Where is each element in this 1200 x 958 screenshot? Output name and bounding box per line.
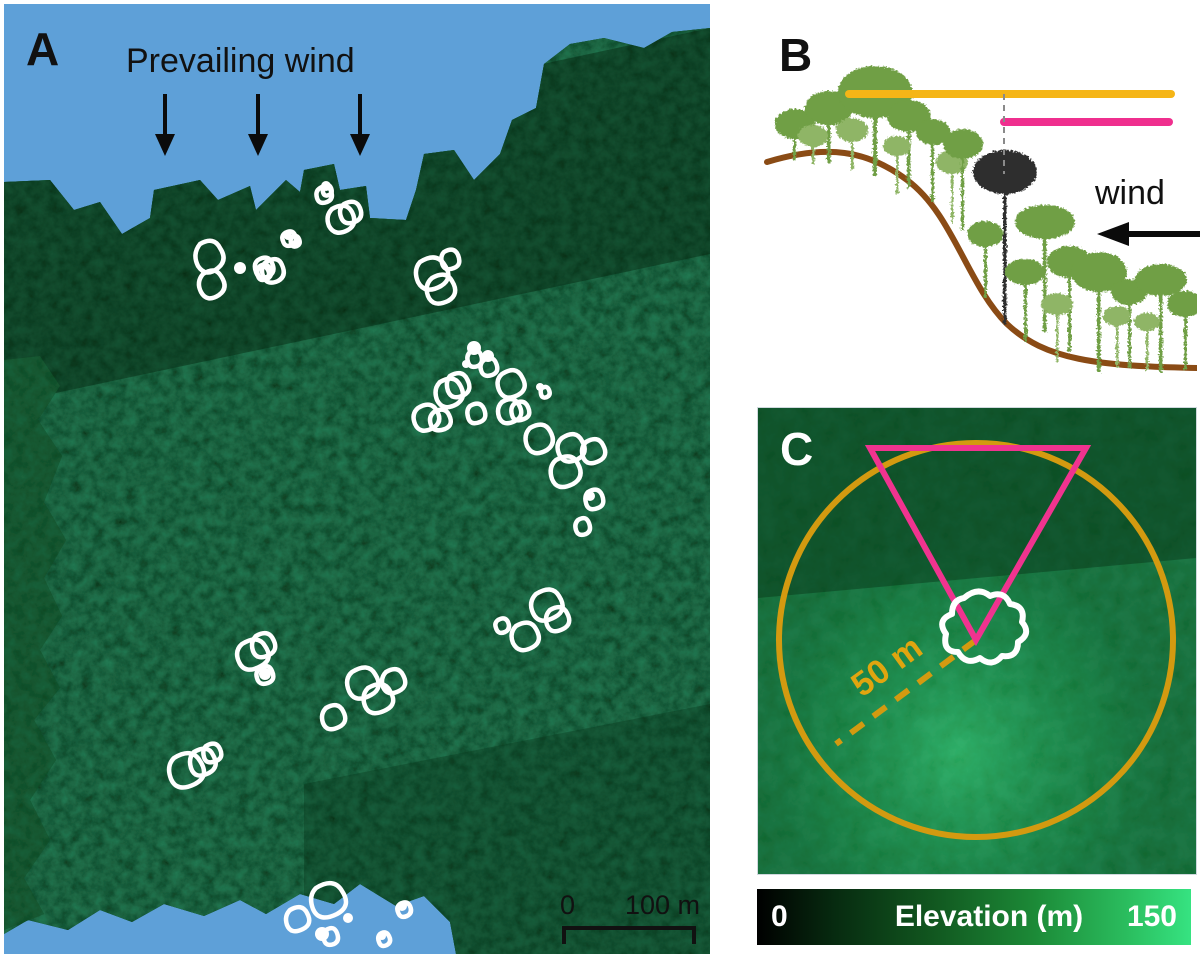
arrow-down-icon [347, 94, 373, 156]
colorbar-labels: 0 Elevation (m) 150 [757, 889, 1191, 945]
panel-b-drawing [764, 66, 1197, 372]
upwind-wedge [864, 445, 1092, 647]
panel-a-label: A [26, 23, 60, 75]
radius-dashed-line [834, 637, 978, 747]
arrow-down-icon [245, 94, 271, 156]
arrow-head [350, 134, 370, 156]
prevailing-wind-label: Prevailing wind [126, 42, 355, 80]
colorbar-title: Elevation (m) [894, 900, 1084, 933]
panel-c-label: C [780, 423, 814, 475]
panel-a-canopy-map: A Prevailing wind 0 100 m [4, 4, 710, 954]
canopy-trees-leeward [1005, 205, 1197, 372]
elevation-colorbar: 0 Elevation (m) 150 [757, 889, 1191, 945]
arrow-shaft [358, 94, 362, 138]
panel-c-raster: 50 m [758, 408, 1196, 874]
arrow-head [1097, 222, 1129, 246]
colorbar-min-label: 0 [771, 900, 788, 933]
arrow-head [155, 134, 175, 156]
arrow-left-icon [1097, 222, 1200, 246]
colorbar-max-label: 150 [1126, 900, 1177, 933]
wind-label: wind [1095, 174, 1165, 212]
arrow-down-icon [152, 94, 178, 156]
panel-c-neighbourhood-map: 50 m C [757, 407, 1197, 875]
arrow-shaft [1125, 231, 1200, 237]
scale-bar-max-label: 100 m [624, 890, 700, 920]
scale-bar-min-label: 0 [560, 890, 576, 920]
scale-bar-ticks: 0 100 m [560, 890, 700, 920]
focal-crown-outline [939, 588, 1030, 666]
scale-bar: 0 100 m [560, 892, 700, 948]
panel-b-profile-diagram: B wind [757, 4, 1200, 390]
arrow-shaft [163, 94, 167, 138]
crown-dots [234, 181, 595, 941]
panel-b-label: B [779, 29, 813, 81]
panel-a-raster [4, 4, 710, 954]
fifty-metre-circle [776, 440, 1176, 840]
arrow-head [248, 134, 268, 156]
scale-bar-line [562, 926, 696, 944]
terrain-profile [764, 148, 1197, 371]
arrow-shaft [256, 94, 260, 138]
